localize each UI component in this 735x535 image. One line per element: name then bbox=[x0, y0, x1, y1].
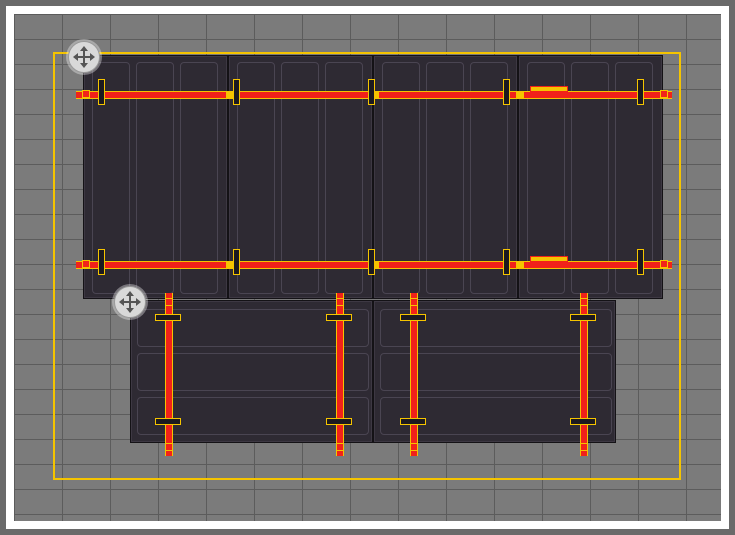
panel-clamp bbox=[503, 249, 510, 275]
panel-cell-strip bbox=[92, 62, 130, 294]
rail-end-cap bbox=[410, 298, 418, 306]
panel-clamp bbox=[637, 79, 644, 105]
rail-splice-bar bbox=[530, 86, 568, 92]
panel-cell-strip bbox=[426, 62, 464, 294]
mounting-rail bbox=[336, 293, 344, 456]
panel-clamp bbox=[326, 418, 352, 425]
lower-array-move-handle[interactable] bbox=[114, 286, 146, 318]
rail-end-cap bbox=[336, 298, 344, 306]
panel-clamp bbox=[637, 249, 644, 275]
roof-boundary bbox=[53, 52, 681, 480]
panel-cell-strip bbox=[180, 62, 218, 294]
panel-clamp bbox=[368, 79, 375, 105]
panel-cell-strip bbox=[325, 62, 363, 294]
panel-clamp bbox=[570, 314, 596, 321]
rail-end-cap bbox=[410, 443, 418, 451]
panel-clamp bbox=[98, 249, 105, 275]
panel-cell-strip bbox=[137, 397, 369, 435]
rail-end-cap bbox=[580, 443, 588, 451]
panel-clamp bbox=[400, 314, 426, 321]
panel-clamp bbox=[233, 249, 240, 275]
panel-clamp bbox=[155, 314, 181, 321]
panel-clamp bbox=[400, 418, 426, 425]
panel-cell-strip bbox=[571, 62, 609, 294]
panel-cell-strip bbox=[380, 353, 612, 391]
panel-cell-strip bbox=[382, 62, 420, 294]
rail-end-cap bbox=[660, 260, 668, 268]
panel-clamp bbox=[155, 418, 181, 425]
rail-end-cap bbox=[580, 298, 588, 306]
rail-end-cap bbox=[165, 443, 173, 451]
panel-cell-strip bbox=[380, 397, 612, 435]
rail-splice-joint bbox=[516, 91, 524, 99]
rail-splice-joint bbox=[371, 261, 379, 269]
panel-cell-strip bbox=[470, 62, 508, 294]
rail-end-cap bbox=[660, 90, 668, 98]
panel-cell-strip bbox=[136, 62, 174, 294]
panel-cell-strip bbox=[237, 62, 275, 294]
panel-clamp bbox=[570, 418, 596, 425]
panel-clamp bbox=[368, 249, 375, 275]
rail-end-cap bbox=[82, 90, 90, 98]
panel-cell-strip bbox=[137, 309, 369, 347]
mounting-rail bbox=[165, 293, 173, 456]
rail-splice-joint bbox=[516, 261, 524, 269]
mounting-rail bbox=[410, 293, 418, 456]
panel-clamp bbox=[233, 79, 240, 105]
rail-end-cap bbox=[165, 298, 173, 306]
mounting-rail bbox=[580, 293, 588, 456]
panel-cell-strip bbox=[137, 353, 369, 391]
panel-cell-strip bbox=[281, 62, 319, 294]
rail-splice-joint bbox=[371, 91, 379, 99]
rail-splice-joint bbox=[226, 91, 234, 99]
upper-array-move-handle[interactable] bbox=[68, 41, 100, 73]
rail-end-cap bbox=[82, 260, 90, 268]
rail-splice-joint bbox=[226, 261, 234, 269]
panel-cell-strip bbox=[527, 62, 565, 294]
panel-cell-strip bbox=[380, 309, 612, 347]
rail-splice-bar bbox=[530, 256, 568, 262]
rail-end-cap bbox=[336, 443, 344, 451]
panel-clamp bbox=[98, 79, 105, 105]
panel-cell-strip bbox=[615, 62, 653, 294]
panel-clamp bbox=[326, 314, 352, 321]
panel-clamp bbox=[503, 79, 510, 105]
